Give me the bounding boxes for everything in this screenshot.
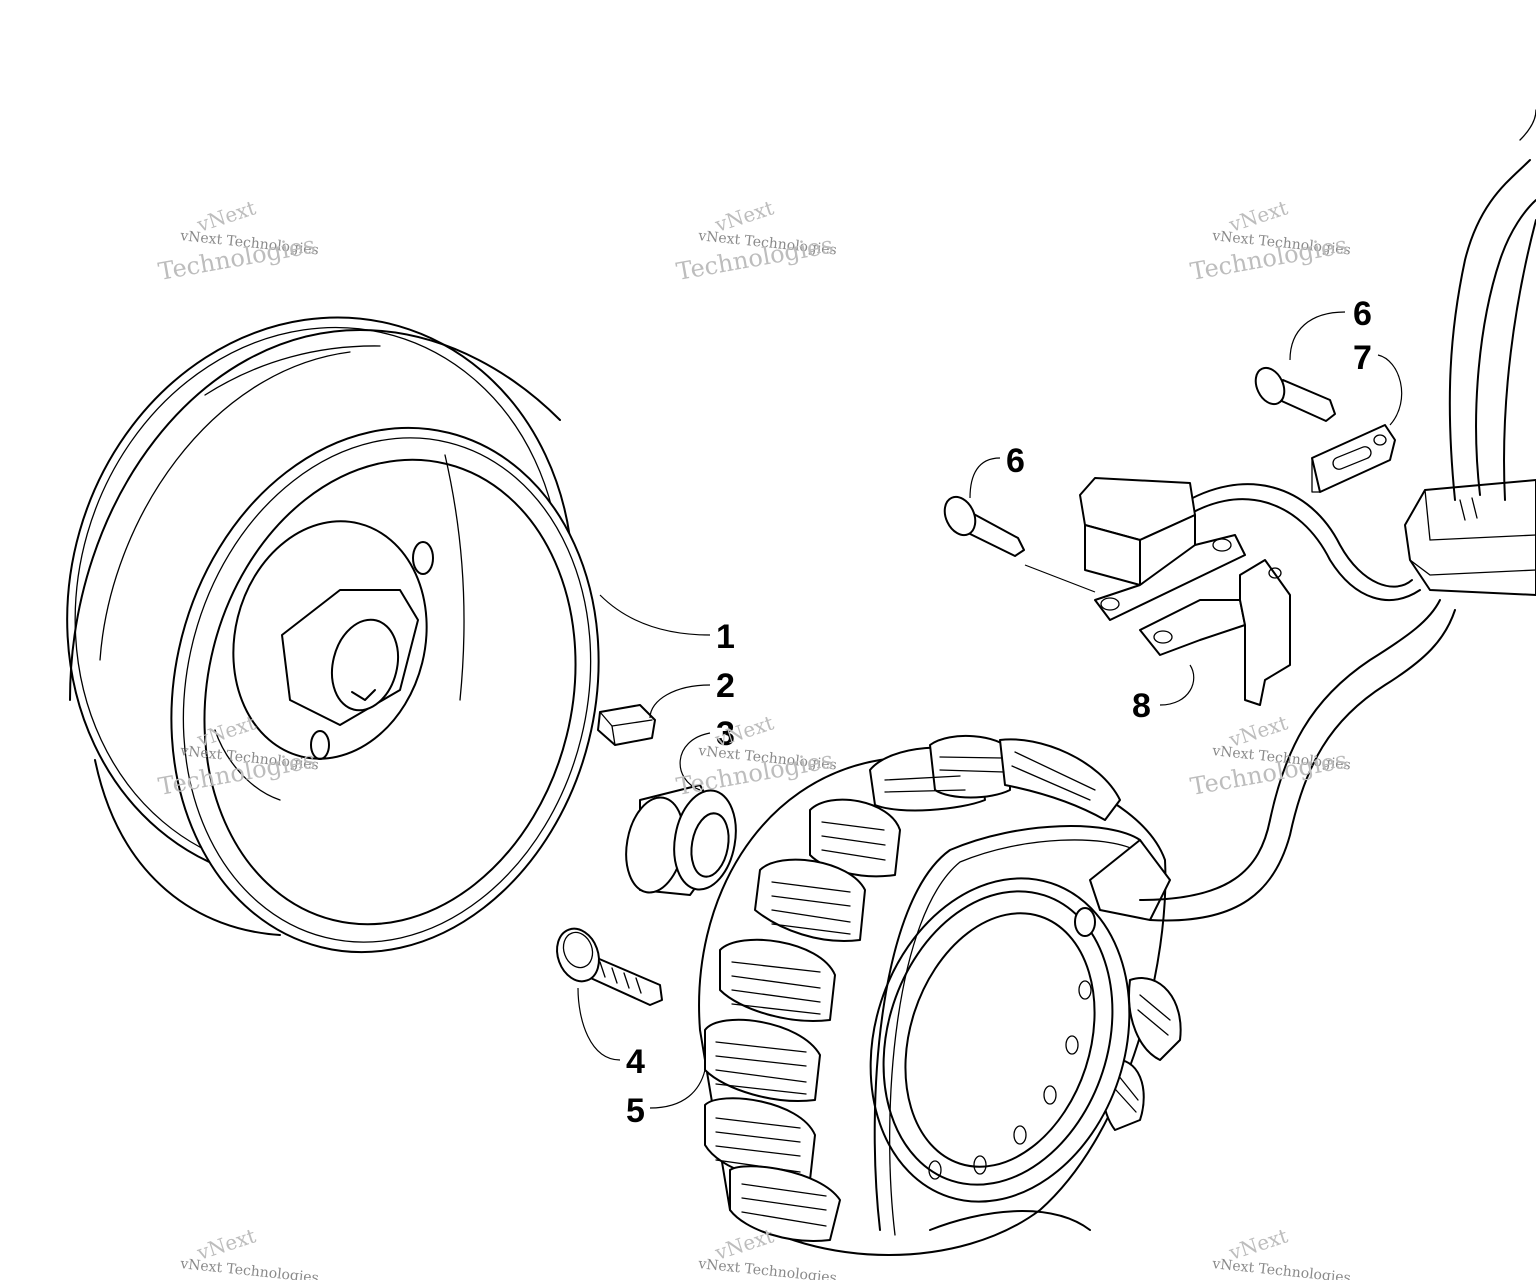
- flange-bolt: [556, 927, 663, 1006]
- spacer-bushing: [625, 784, 737, 896]
- svg-text:vNext Technologies: vNext Technologies: [1211, 1256, 1352, 1280]
- bolt-6-lower: [943, 495, 1025, 557]
- watermark-middle-right: vNext vNext Technologies Technologies: [1188, 710, 1351, 801]
- callout-2: 2: [716, 667, 735, 705]
- woodruff-key: [597, 704, 656, 746]
- flywheel: [66, 316, 600, 954]
- watermark-top-center: vNext vNext Technologies Technologies: [674, 195, 837, 286]
- watermark-bottom-left: vNext vNext Technologies: [179, 1223, 320, 1280]
- callout-1: 1: [716, 618, 735, 656]
- retainer-plate: [1311, 424, 1396, 493]
- pickup-sensor: [1079, 477, 1246, 621]
- stator: [698, 734, 1182, 1256]
- leader-lines: [577, 311, 1403, 1109]
- callout-7: 7: [1353, 339, 1372, 377]
- svg-text:vNext Technologies: vNext Technologies: [697, 1256, 838, 1280]
- callout-5: 5: [626, 1092, 645, 1130]
- callout-6-upper: 6: [1353, 295, 1372, 333]
- callout-4: 4: [626, 1043, 645, 1081]
- callout-3: 3: [716, 715, 735, 753]
- watermark-top-left: vNext vNext Technologies Technologies: [156, 195, 319, 286]
- callout-8: 8: [1132, 687, 1151, 725]
- bolt-6-upper: [1254, 366, 1336, 422]
- svg-text:vNext Technologies: vNext Technologies: [179, 1256, 320, 1280]
- watermark-bottom-right: vNext vNext Technologies: [1211, 1223, 1352, 1280]
- sensor-bracket: [1139, 559, 1291, 706]
- watermark-top-right: vNext vNext Technologies Technologies: [1188, 195, 1351, 286]
- wire-harness: [1139, 109, 1536, 922]
- callout-6-lower: 6: [1006, 442, 1025, 480]
- callout-numbers: 1 2 3 4 5 6 6 7 8: [626, 295, 1372, 1130]
